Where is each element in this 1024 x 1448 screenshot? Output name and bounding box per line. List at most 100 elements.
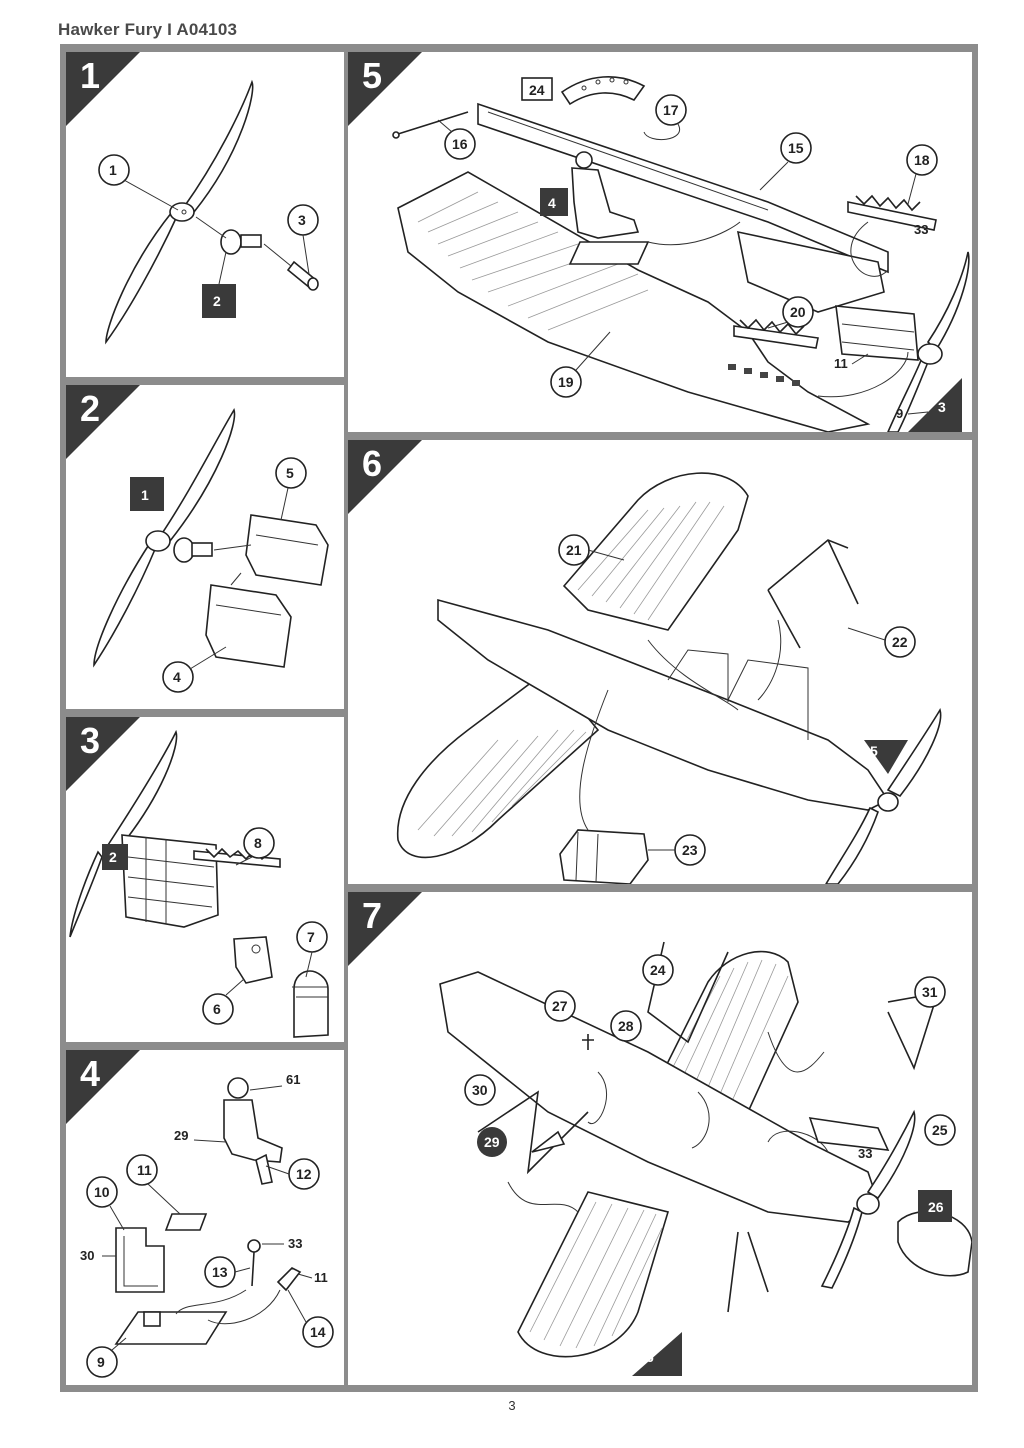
page-number: 3 (508, 1398, 516, 1413)
subassembly-ref-number: 2 (213, 293, 221, 309)
cross-part (582, 1034, 594, 1050)
subassembly-ref-number: 26 (928, 1199, 944, 1215)
callout-number: 8 (254, 835, 262, 851)
cowling-lower-part (205, 584, 292, 668)
step-6-diagram: 6 (348, 440, 942, 884)
callout-number: 19 (558, 374, 574, 390)
step-1-panel: 1 1 3 2 (66, 52, 344, 377)
callout-number: 22 (892, 634, 908, 650)
instrument-panel-part (560, 76, 646, 106)
callout-number: 15 (788, 140, 804, 156)
control-stick-part (247, 1239, 261, 1287)
instruction-frame: 1 1 3 2 (60, 44, 978, 1392)
step-7-panel: 7 (348, 892, 972, 1385)
subassembly-ref-number: 5 (870, 743, 878, 759)
part-label: 33 (858, 1146, 872, 1161)
callout-number: 1 (109, 162, 117, 178)
callout-number: 7 (307, 929, 315, 945)
fuselage-assembly (437, 598, 890, 811)
undercarriage-part (727, 1231, 769, 1313)
callout-number: 30 (472, 1082, 488, 1098)
callout-number: 31 (922, 984, 938, 1000)
callout-number: 23 (682, 842, 698, 858)
step-number: 2 (80, 388, 100, 429)
rudder-bar-part (276, 1267, 302, 1292)
part-label: 30 (80, 1248, 94, 1263)
part-label: 29 (174, 1128, 188, 1143)
callout-number: 9 (97, 1354, 105, 1370)
step-number: 5 (362, 55, 382, 96)
radiator-part (559, 829, 649, 884)
spinner-part (220, 229, 262, 255)
callout-number: 11 (137, 1162, 152, 1178)
part-label: 33 (914, 222, 928, 237)
callout-number: 16 (452, 136, 468, 152)
subassembly-ref-number: 4 (548, 195, 556, 211)
tail-part (531, 1130, 566, 1153)
cylinder-part (292, 970, 329, 1038)
step-2-panel: 2 1 5 4 (66, 385, 344, 709)
propeller-drawing (69, 729, 178, 938)
pilot-in-cockpit (568, 151, 650, 265)
subassembly-ref-number: 3 (938, 399, 946, 415)
part-label: 11 (314, 1270, 328, 1285)
callout-number: 6 (213, 1001, 221, 1017)
subassembly-ref-number: 1 (141, 487, 149, 503)
engine-part (835, 305, 919, 361)
subassembly-ref-number: 2 (109, 849, 117, 865)
callout-number: 10 (94, 1184, 110, 1200)
step-number: 1 (80, 55, 100, 96)
step-5-panel: 5 24 (348, 52, 972, 432)
propeller-drawing (825, 708, 942, 884)
propeller-drawing (887, 251, 970, 432)
callout-number: 3 (298, 212, 306, 228)
callout-number: 24 (650, 962, 666, 978)
part-box-number: 24 (529, 82, 545, 98)
part-label: 11 (834, 356, 848, 371)
radiator-part (808, 1117, 890, 1151)
callout-number: 25 (932, 1122, 948, 1138)
subassembly-ref-box (202, 284, 236, 318)
callout-number: 21 (566, 542, 582, 558)
exhaust-stub-part (847, 194, 937, 231)
upper-wing-part (562, 472, 749, 631)
shaft-part (286, 260, 319, 291)
exhaust-stub-part-lower (733, 318, 819, 349)
lower-wing-part (517, 1191, 670, 1358)
step-number-triangle (66, 52, 140, 126)
step-4-panel: 4 11 (66, 1050, 344, 1385)
callout-number: 20 (790, 304, 806, 320)
propeller-drawing (105, 79, 254, 345)
cowling-upper-part (245, 514, 329, 586)
engine-block (121, 834, 219, 928)
subassembly-ref-number: 6 (646, 1349, 654, 1365)
step-number: 3 (80, 720, 100, 761)
callout-number: 28 (618, 1018, 634, 1034)
fuselage-left-half (477, 102, 889, 313)
step-3-diagram: 3 2 (66, 717, 329, 1038)
propeller-drawing (93, 408, 236, 668)
callout-number: 17 (663, 102, 679, 118)
document-header: Hawker Fury I A04103 (58, 20, 238, 39)
part-label: 33 (288, 1236, 302, 1251)
step-1-diagram: 1 1 3 2 (66, 52, 319, 345)
mount-part (233, 936, 273, 984)
callout-number: 13 (212, 1264, 228, 1280)
dark-callout-circle (477, 1127, 507, 1157)
part-label: 9 (896, 406, 903, 421)
cabane-strut-part (767, 539, 859, 649)
pilot-figure (223, 1077, 283, 1185)
step-number: 7 (362, 895, 382, 936)
seat-cushion-part (164, 1213, 208, 1231)
callout-circle (98, 154, 130, 186)
callout-number: 14 (310, 1324, 326, 1340)
seat-part (115, 1227, 165, 1293)
callout-number: 12 (296, 1166, 312, 1182)
fuselage-assembly (439, 971, 879, 1223)
step-2-diagram: 2 1 5 4 (66, 385, 329, 693)
assembly-arrow (195, 216, 227, 239)
callout-number: 27 (552, 998, 568, 1014)
step-4-diagram: 4 11 (66, 1050, 334, 1378)
cockpit-floor-part (114, 1311, 228, 1345)
propeller-drawing (820, 1109, 916, 1289)
